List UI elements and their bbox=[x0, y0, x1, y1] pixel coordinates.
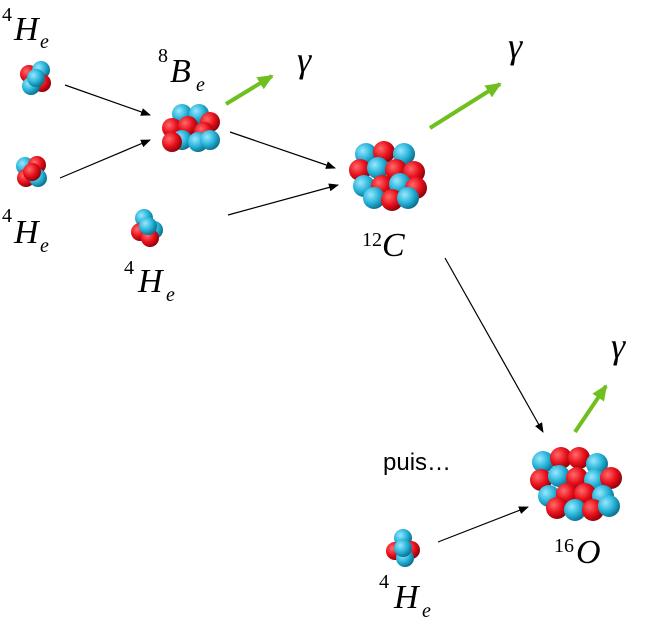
c-symbol: C bbox=[382, 227, 405, 264]
neutron-sphere bbox=[394, 539, 412, 557]
arrow-he4-to-o bbox=[438, 507, 528, 542]
arrow-c-to-o bbox=[445, 258, 543, 432]
he-1-sub: e bbox=[40, 31, 49, 53]
helium-nucleus-4 bbox=[386, 529, 420, 567]
he-4-mass: 4 bbox=[379, 571, 389, 593]
gamma-arrow-c bbox=[430, 84, 500, 128]
proton-sphere bbox=[23, 163, 41, 181]
neutron-sphere bbox=[598, 495, 620, 517]
neutron-sphere bbox=[139, 217, 157, 235]
beryllium-nucleus bbox=[162, 104, 220, 152]
gamma-symbol-c: γ bbox=[508, 26, 523, 66]
he-3-mass: 4 bbox=[124, 257, 134, 279]
arrow-be-to-c bbox=[230, 132, 335, 168]
he-3-sub: e bbox=[166, 284, 175, 306]
arrow-he2-to-be bbox=[60, 140, 150, 178]
he-2-symbol: H bbox=[13, 214, 41, 251]
neutron-sphere bbox=[200, 130, 220, 150]
puis-note: puis… bbox=[383, 449, 451, 476]
be-symbol: B bbox=[170, 53, 191, 90]
proton-sphere bbox=[162, 132, 182, 152]
he-4-sub: e bbox=[422, 600, 431, 622]
he-1-symbol: H bbox=[13, 11, 41, 48]
c-mass: 12 bbox=[362, 229, 382, 251]
gamma-arrow-o bbox=[575, 386, 606, 432]
arrow-he1-to-be bbox=[65, 85, 150, 115]
helium-nucleus-1 bbox=[20, 61, 51, 95]
he-3-symbol: H bbox=[137, 263, 165, 300]
arrow-he3-to-c bbox=[228, 185, 338, 215]
neutron-sphere bbox=[397, 187, 419, 209]
helium-nucleus-3 bbox=[131, 209, 163, 247]
he-1-mass: 4 bbox=[2, 4, 12, 26]
he-4-symbol: H bbox=[393, 579, 421, 616]
gamma-symbol-be: γ bbox=[297, 40, 312, 80]
he-2-mass: 4 bbox=[2, 205, 12, 227]
o-symbol: O bbox=[576, 534, 601, 571]
oxygen-nucleus bbox=[530, 447, 622, 521]
he-2-sub: e bbox=[40, 235, 49, 257]
gamma-arrow-be bbox=[226, 76, 272, 104]
neutron-sphere bbox=[27, 69, 45, 87]
be-sub: e bbox=[196, 74, 205, 96]
carbon-nucleus bbox=[349, 141, 427, 211]
helium-nucleus-2 bbox=[16, 156, 47, 187]
gamma-symbol-o: γ bbox=[611, 326, 626, 366]
be-mass: 8 bbox=[158, 45, 168, 67]
o-mass: 16 bbox=[554, 535, 574, 557]
